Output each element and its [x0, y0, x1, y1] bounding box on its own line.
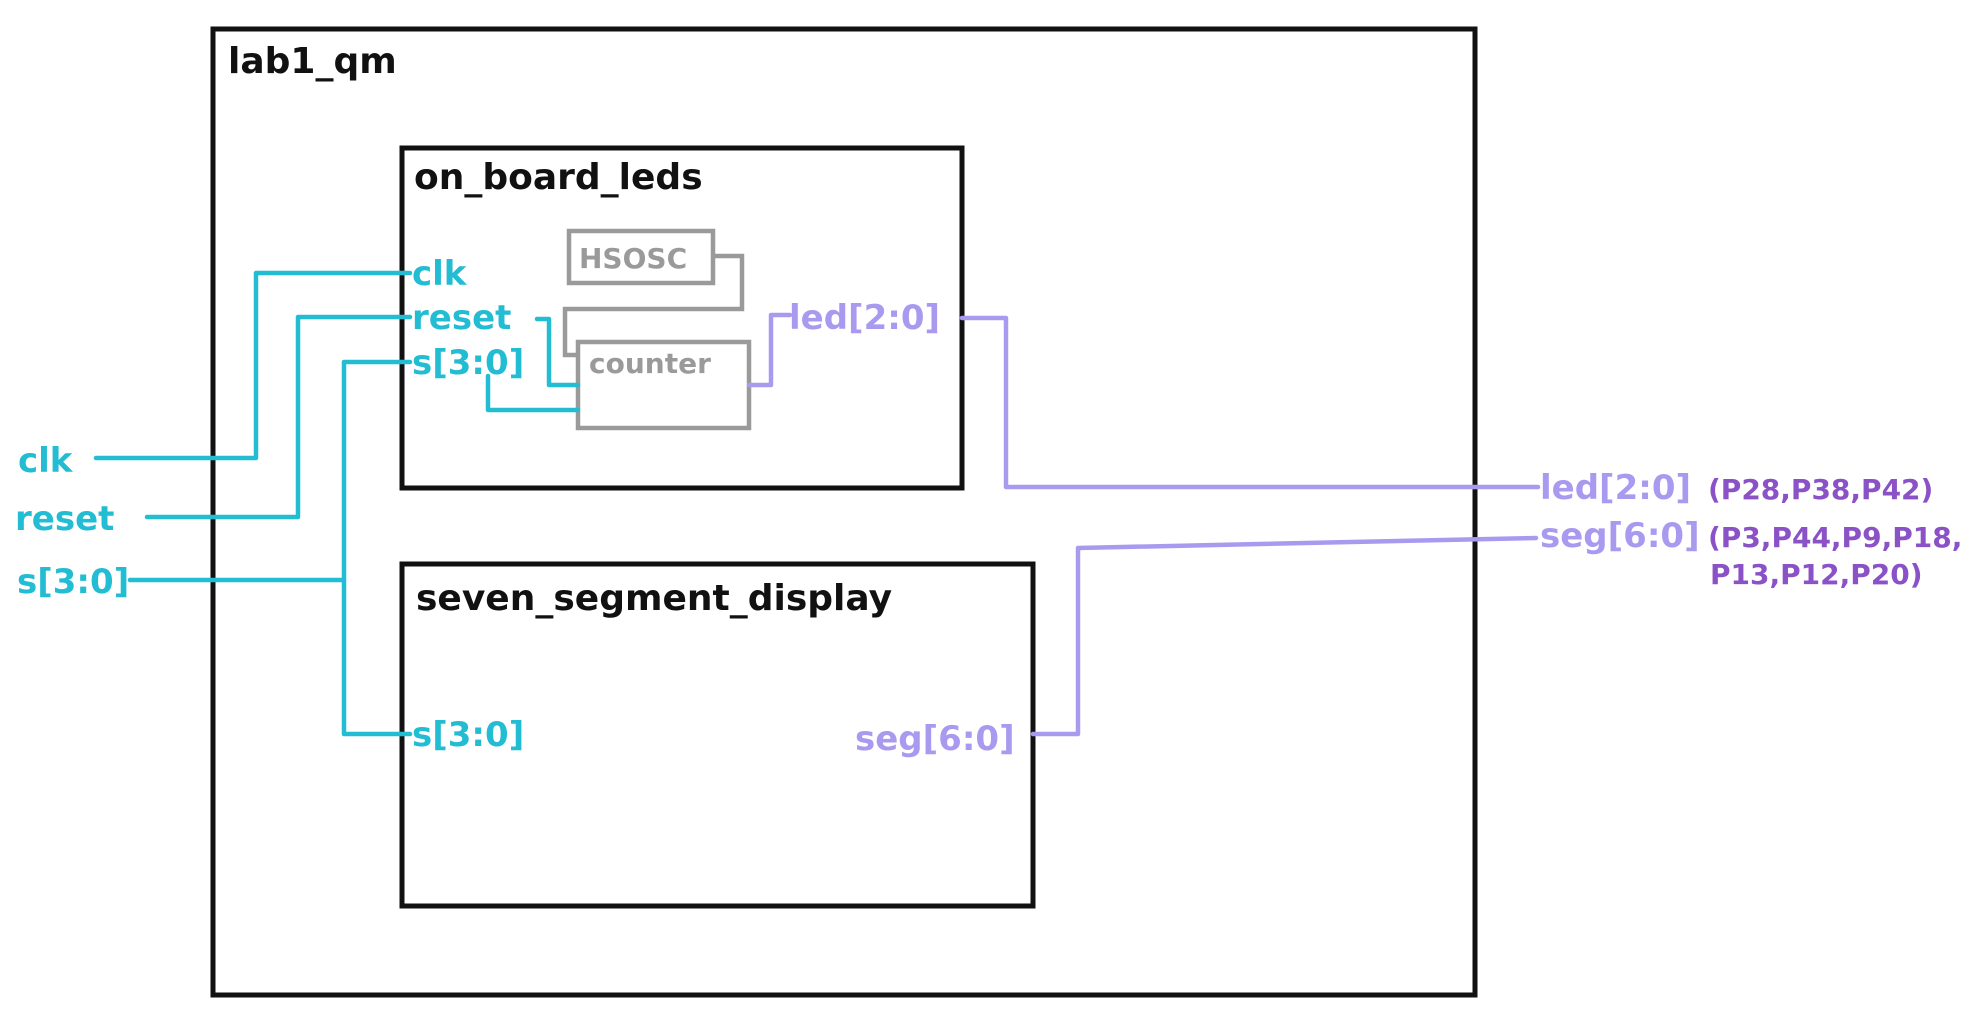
- counter-to-led-wire: [746, 312, 793, 388]
- leds-clk-port-label: clk: [412, 254, 468, 294]
- ext-seg-pins-line1: (P3,P44,P9,P18,: [1708, 521, 1962, 554]
- seg-output-wire: [1030, 535, 1539, 737]
- on-board-leds-title: on_board_leds: [414, 157, 703, 198]
- hsosc-label: HSOSC: [579, 242, 687, 275]
- ext-seg-label: seg[6:0]: [1540, 516, 1700, 556]
- reset-input-wire: [144, 314, 413, 520]
- counter-label: counter: [589, 347, 711, 380]
- s-to-counter-wire: [485, 373, 581, 413]
- clk-input-wire: [93, 270, 413, 461]
- ext-led-pins: (P28,P38,P42): [1708, 473, 1933, 506]
- ext-reset-label: reset: [15, 499, 114, 539]
- top-module-box: [210, 26, 1478, 998]
- leds-led-port-label: led[2:0]: [789, 298, 940, 338]
- reset-to-counter-wire: [534, 316, 581, 388]
- ext-led-label: led[2:0]: [1540, 468, 1691, 508]
- ssd-seg-port-label: seg[6:0]: [855, 719, 1015, 759]
- leds-s-port-label: s[3:0]: [412, 343, 524, 383]
- led-output-wire: [959, 315, 1541, 490]
- ext-s-label: s[3:0]: [17, 562, 129, 602]
- ext-seg-pins-line2: P13,P12,P20): [1710, 558, 1923, 591]
- top-module-title: lab1_qm: [228, 41, 397, 82]
- s-bus-wire: [341, 359, 413, 737]
- ext-clk-label: clk: [18, 441, 74, 481]
- seven-segment-display-title: seven_segment_display: [416, 578, 892, 619]
- ssd-s-port-label: s[3:0]: [412, 715, 524, 755]
- leds-reset-port-label: reset: [412, 298, 511, 338]
- hsosc-to-counter-wire: [562, 253, 745, 358]
